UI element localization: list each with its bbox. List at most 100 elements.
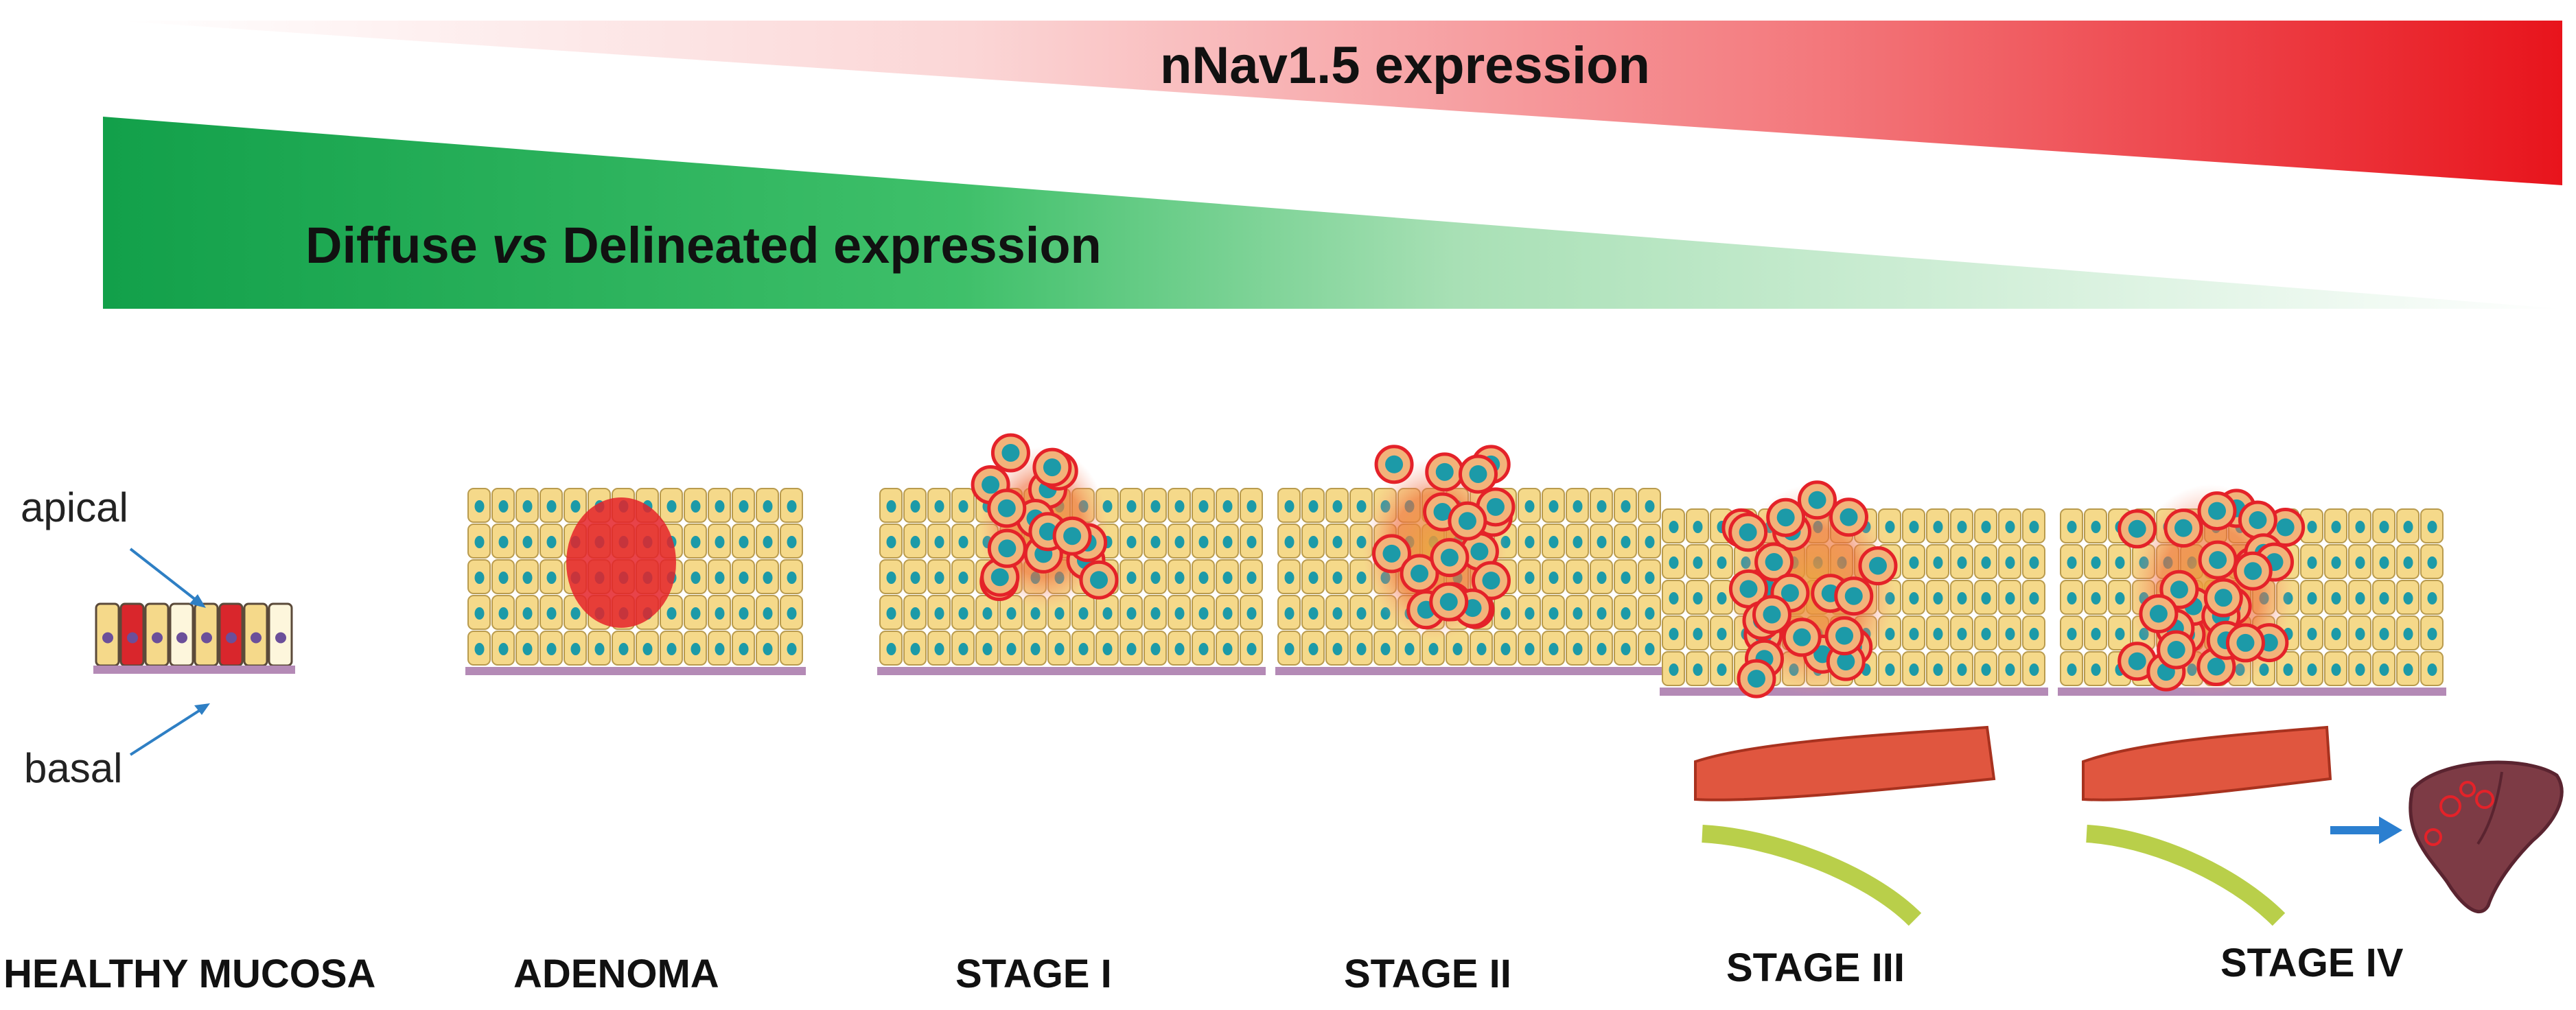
cell-nucleus <box>2355 628 2365 640</box>
cell-nucleus <box>691 572 701 584</box>
liver-metastasis <box>2475 790 2494 809</box>
cell-nucleus <box>1693 628 1703 640</box>
cell-nucleus <box>787 572 797 584</box>
cell-nucleus <box>739 500 749 513</box>
cell-nucleus <box>1909 521 1919 533</box>
cell-nucleus <box>1669 663 1679 676</box>
liver-metastasis <box>2424 828 2442 846</box>
cell-nucleus <box>546 500 557 513</box>
cell-nucleus <box>2403 628 2413 640</box>
cell-nucleus <box>1356 500 1367 513</box>
tumor-nucleus <box>1385 455 1404 473</box>
tumor-nucleus <box>1090 571 1109 589</box>
cell-nucleus <box>1102 607 1113 620</box>
cell-nucleus <box>1246 572 1257 584</box>
cell-nucleus <box>1524 500 1535 513</box>
nav-expression-wedge <box>113 21 2562 185</box>
cell-nucleus <box>2379 663 2389 676</box>
stage-label-stage-iv: STAGE IV <box>2220 941 2404 985</box>
basal-label: basal <box>24 745 123 791</box>
cell-nucleus <box>1933 592 1943 604</box>
cell-nucleus <box>1717 592 1727 604</box>
cell-nucleus <box>1548 536 1559 548</box>
tumor-nucleus <box>1486 497 1505 516</box>
cell-nucleus <box>787 500 797 513</box>
tissue-panels <box>93 433 2446 926</box>
cell-nucleus <box>1356 572 1367 584</box>
tumor-nucleus <box>2208 502 2227 520</box>
metastasis-arrow-head <box>2379 817 2402 844</box>
tumor-nucleus <box>997 499 1016 517</box>
tumor-nucleus <box>1780 584 1799 602</box>
cell-nucleus <box>958 536 968 548</box>
cell-nucleus <box>2403 663 2413 676</box>
tumor-nucleus <box>1808 491 1826 509</box>
cell-nucleus <box>934 643 944 655</box>
cell-nucleus <box>1126 643 1137 655</box>
cell-nucleus <box>934 572 944 584</box>
cell-nucleus <box>474 607 485 620</box>
tumor-nucleus <box>1747 670 1765 688</box>
cell-nucleus <box>982 607 993 620</box>
cell-nucleus <box>1174 500 1185 513</box>
cell-nucleus <box>1500 643 1511 655</box>
cell-nucleus <box>1198 643 1209 655</box>
cell-nucleus <box>1308 572 1319 584</box>
cell-nucleus <box>1222 643 1233 655</box>
cell-nucleus <box>2067 628 2077 640</box>
cell-nucleus <box>958 572 968 584</box>
cell-nucleus <box>2331 663 2341 676</box>
tumor-nucleus <box>1439 593 1458 611</box>
cell-nucleus <box>1150 536 1161 548</box>
cell-nucleus <box>1174 643 1185 655</box>
cell-nucleus <box>570 500 581 513</box>
cell-nucleus <box>474 643 485 655</box>
cell-nucleus <box>498 500 509 513</box>
basal-arrow <box>129 707 205 756</box>
mucosa-nucleus <box>201 632 212 644</box>
tumor-nucleus <box>1835 626 1854 645</box>
cell-nucleus <box>691 643 701 655</box>
cell-nucleus <box>1198 572 1209 584</box>
cell-nucleus <box>1693 663 1703 676</box>
liver-lobe-line <box>2476 771 2503 845</box>
tumor-nucleus <box>2170 580 2188 599</box>
cell-nucleus <box>1246 536 1257 548</box>
cell-nucleus <box>934 500 944 513</box>
cell-nucleus <box>1404 643 1415 655</box>
cell-nucleus <box>1174 607 1185 620</box>
cell-nucleus <box>2067 592 2077 604</box>
tumor-nucleus <box>1063 527 1082 545</box>
cell-nucleus <box>1693 521 1703 533</box>
tumor-nucleus <box>1837 653 1855 671</box>
lymph-vessel <box>2086 825 2286 926</box>
cell-nucleus <box>1308 643 1319 655</box>
cell-nucleus <box>2403 521 2413 533</box>
cell-nucleus <box>2115 592 2125 604</box>
cell-nucleus <box>666 643 677 655</box>
diffuse-word: Diffuse <box>305 217 492 274</box>
cell-nucleus <box>763 500 773 513</box>
cell-nucleus <box>886 536 896 548</box>
cell-nucleus <box>910 536 920 548</box>
cell-nucleus <box>1621 572 1631 584</box>
tumor-nucleus <box>1001 443 1020 462</box>
cell-nucleus <box>1981 521 1991 533</box>
cell-nucleus <box>739 643 749 655</box>
cell-nucleus <box>2355 521 2365 533</box>
cell-nucleus <box>1222 607 1233 620</box>
cell-nucleus <box>1597 536 1607 548</box>
cell-nucleus <box>2331 628 2341 640</box>
cell-nucleus <box>2307 521 2317 533</box>
cell-nucleus <box>1524 607 1535 620</box>
cell-nucleus <box>1126 607 1137 620</box>
cell-nucleus <box>934 607 944 620</box>
cell-nucleus <box>1621 643 1631 655</box>
cell-nucleus <box>474 500 485 513</box>
cell-nucleus <box>1597 572 1607 584</box>
cell-nucleus <box>2029 592 2039 604</box>
cell-nucleus <box>1150 607 1161 620</box>
cell-nucleus <box>2115 628 2125 640</box>
cell-nucleus <box>1548 607 1559 620</box>
